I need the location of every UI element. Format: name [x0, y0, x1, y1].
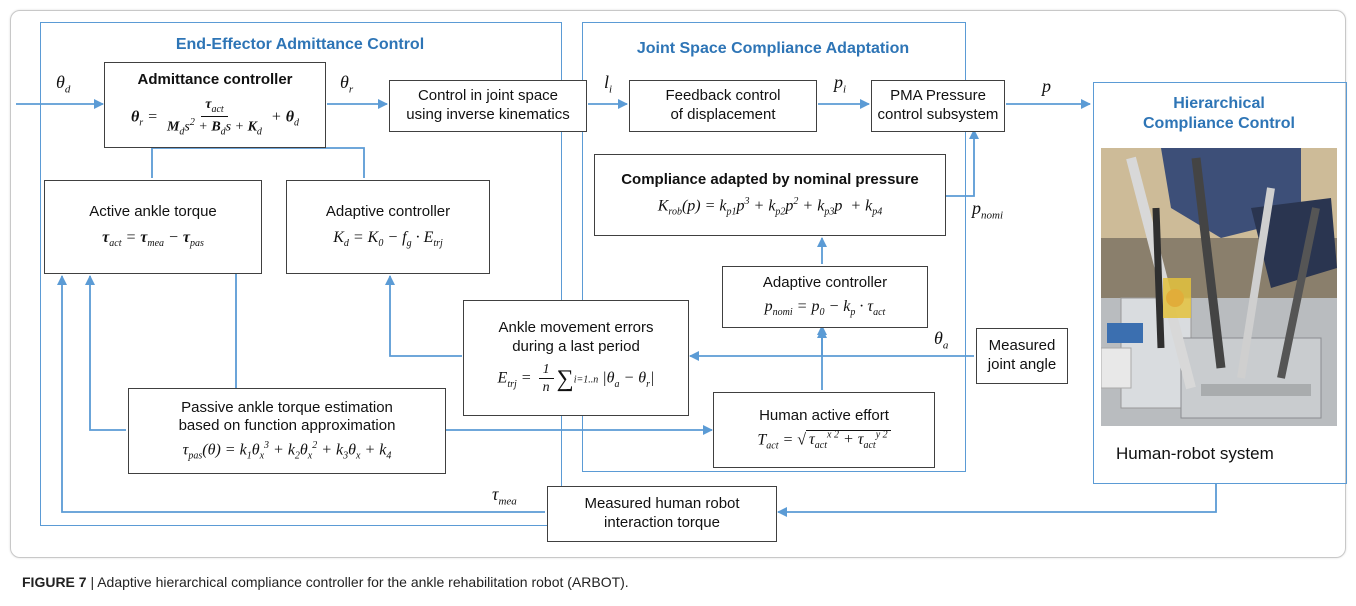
p-label: p — [1042, 76, 1051, 96]
human-effort-equation: Tact = √τactx 2 + τacty 2 — [757, 430, 891, 453]
feedback-control-line1: Feedback control — [665, 87, 781, 105]
theta-a-label: θa — [934, 328, 949, 352]
adaptive-controller-right-title: Adaptive controller — [762, 274, 888, 292]
p-i-label: pi — [834, 72, 847, 96]
interaction-torque-line2: interaction torque — [604, 514, 720, 531]
active-torque-equation: τact = τmea − τpas — [102, 229, 204, 250]
figure-label: FIGURE 7 — [22, 574, 87, 590]
interaction-torque-line1: Measured human robot — [584, 495, 740, 513]
human-active-effort-block: Human active effort Tact = √τactx 2 + τa… — [713, 392, 935, 468]
measured-joint-angle-line2: joint angle — [987, 356, 1057, 373]
human-robot-photo — [1101, 148, 1337, 426]
compliance-adapted-block: Compliance adapted by nominal pressure K… — [594, 154, 946, 236]
human-robot-system-label: Human-robot system — [1116, 444, 1274, 463]
adaptive-controller-left-title: Adaptive controller — [325, 203, 451, 221]
adaptive-controller-left-block: Adaptive controller Kd = K0 − fg · Etrj — [286, 180, 490, 274]
measured-joint-angle-line1: Measured — [988, 337, 1056, 355]
ankle-movement-errors-line1: Ankle movement errors — [498, 319, 654, 337]
feedback-control-line2: of displacement — [670, 106, 776, 123]
end-effector-region — [40, 22, 562, 526]
figure-frame — [10, 10, 1346, 558]
hierarchical-title: Hierarchical Compliance Control — [1093, 94, 1345, 134]
tau-mea-label: τmea — [492, 484, 517, 508]
theta-d-label: θd — [56, 72, 71, 96]
passive-torque-line2: based on function approximation — [178, 417, 396, 435]
joint-space-control-line2: using inverse kinematics — [406, 106, 570, 123]
p-nomi-label: pnomi — [972, 198, 1003, 222]
hierarchical-title-text: Hierarchical Compliance Control — [1142, 95, 1295, 132]
passive-torque-line1: Passive ankle torque estimation — [181, 398, 393, 416]
joint-space-region — [582, 22, 966, 472]
passive-torque-equation: τpas(θ) = k1θx3 + k2θx2 + k3θx + k4 — [182, 440, 392, 462]
ankle-movement-errors-line2: during a last period — [512, 338, 640, 355]
pma-pressure-line1: PMA Pressure — [890, 87, 986, 105]
pma-pressure-block: PMA Pressure control subsystem — [871, 80, 1005, 132]
joint-space-control-block: Control in joint space using inverse kin… — [389, 80, 587, 132]
figure-caption-text: | Adaptive hierarchical compliance contr… — [86, 574, 629, 590]
theta-r-label: θr — [340, 72, 354, 96]
adaptive-right-equation: pnomi = p0 − kp · τact — [764, 298, 886, 319]
adaptive-controller-right-block: Adaptive controller pnomi = p0 − kp · τa… — [722, 266, 928, 328]
l-i-label: li — [604, 72, 613, 96]
human-active-effort-title: Human active effort — [759, 407, 889, 425]
active-ankle-torque-title: Active ankle torque — [89, 203, 217, 221]
joint-space-title: Joint Space Compliance Adaptation — [636, 40, 910, 57]
hierarchical-region — [1093, 82, 1347, 484]
figure-caption: FIGURE 7 | Adaptive hierarchical complia… — [22, 574, 629, 590]
pma-pressure-line2: control subsystem — [877, 106, 999, 123]
measured-joint-angle-block: Measured joint angle — [976, 328, 1068, 384]
feedback-control-block: Feedback control of displacement — [629, 80, 817, 132]
admittance-controller-title: Admittance controller — [137, 71, 293, 88]
interaction-torque-block: Measured human robot interaction torque — [547, 486, 777, 542]
end-effector-title: End-Effector Admittance Control — [175, 36, 425, 53]
compliance-equation: Krob(p) = kp1p3 + kp2p2 + kp3p + kp4 — [657, 195, 883, 218]
joint-space-control-line1: Control in joint space — [417, 87, 559, 105]
adaptive-left-equation: Kd = K0 − fg · Etrj — [333, 229, 443, 250]
ankle-movement-errors-block: Ankle movement errors during a last peri… — [463, 300, 689, 416]
active-ankle-torque-block: Active ankle torque τact = τmea − τpas — [44, 180, 262, 274]
compliance-adapted-title: Compliance adapted by nominal pressure — [621, 171, 919, 189]
passive-torque-block: Passive ankle torque estimation based on… — [128, 388, 446, 474]
